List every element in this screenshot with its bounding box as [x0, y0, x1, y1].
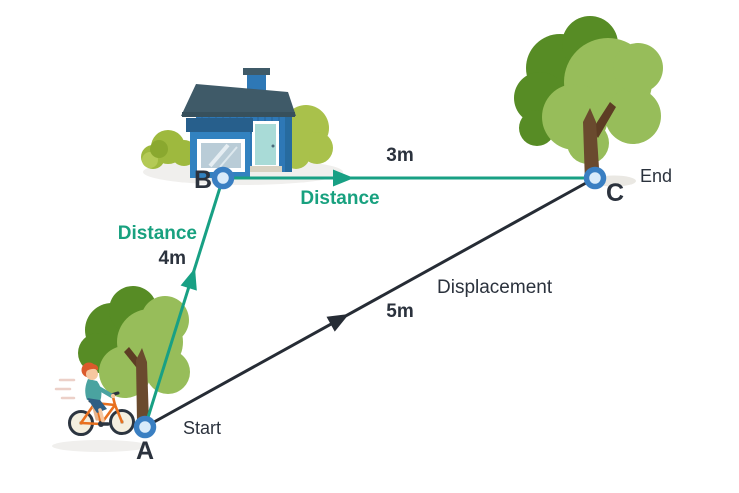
cyclist-ground-shadow: [52, 440, 148, 452]
displacement-value: 5m: [386, 301, 414, 322]
start-caption: Start: [183, 418, 222, 438]
tree-a-trunk: [136, 348, 149, 422]
rider-arm: [92, 383, 115, 399]
point-marker-c: [583, 166, 607, 190]
speed-lines: [54, 378, 76, 400]
door-step: [248, 166, 282, 172]
rider-front-leg: [98, 408, 105, 423]
window-streak-2: [219, 146, 238, 168]
point-marker-b: [211, 166, 235, 190]
chimney-cap: [243, 68, 270, 75]
displacement-label: Displacement: [437, 277, 553, 298]
point-label-c: C: [606, 179, 625, 207]
distance-arrowhead-bc: [333, 169, 354, 187]
rider-shirt: [85, 379, 102, 402]
rider-shorts: [87, 398, 107, 413]
displacement-line-ac: [144, 176, 596, 429]
wall-right-shade: [285, 114, 292, 172]
tree-icon-start: [78, 286, 190, 422]
distance-bc-value: 3m: [386, 145, 414, 166]
roof-eave: [182, 112, 295, 117]
distance-line-ab: [143, 177, 225, 428]
door-handle: [271, 144, 275, 148]
bush-left: [141, 130, 197, 169]
annex-roof-band: [186, 118, 253, 132]
cyclist-icon: [54, 362, 135, 436]
house-icon: [141, 68, 333, 178]
distance-ab-value: 4m: [158, 248, 186, 269]
point-label-b: B: [193, 166, 212, 194]
window-streak: [208, 143, 230, 168]
distance-bc-label: Distance: [300, 188, 380, 209]
door-panel: [255, 124, 276, 165]
rider-head: [86, 368, 98, 380]
displacement-arrowhead-ac: [326, 314, 349, 332]
chimney-body: [247, 74, 266, 92]
point-label-a: A: [135, 437, 155, 465]
roof: [181, 84, 296, 116]
point-marker-a: [133, 415, 157, 439]
tree-icon-end: [514, 16, 663, 183]
distance-arrowhead-ab: [180, 268, 197, 291]
tree-c-trunk: [583, 108, 600, 183]
distance-ab-label: Distance: [117, 223, 197, 244]
rider-hair-front: [84, 364, 99, 372]
rider-hand: [110, 393, 116, 399]
end-caption: End: [640, 166, 673, 186]
tree-c-branch: [592, 102, 616, 138]
